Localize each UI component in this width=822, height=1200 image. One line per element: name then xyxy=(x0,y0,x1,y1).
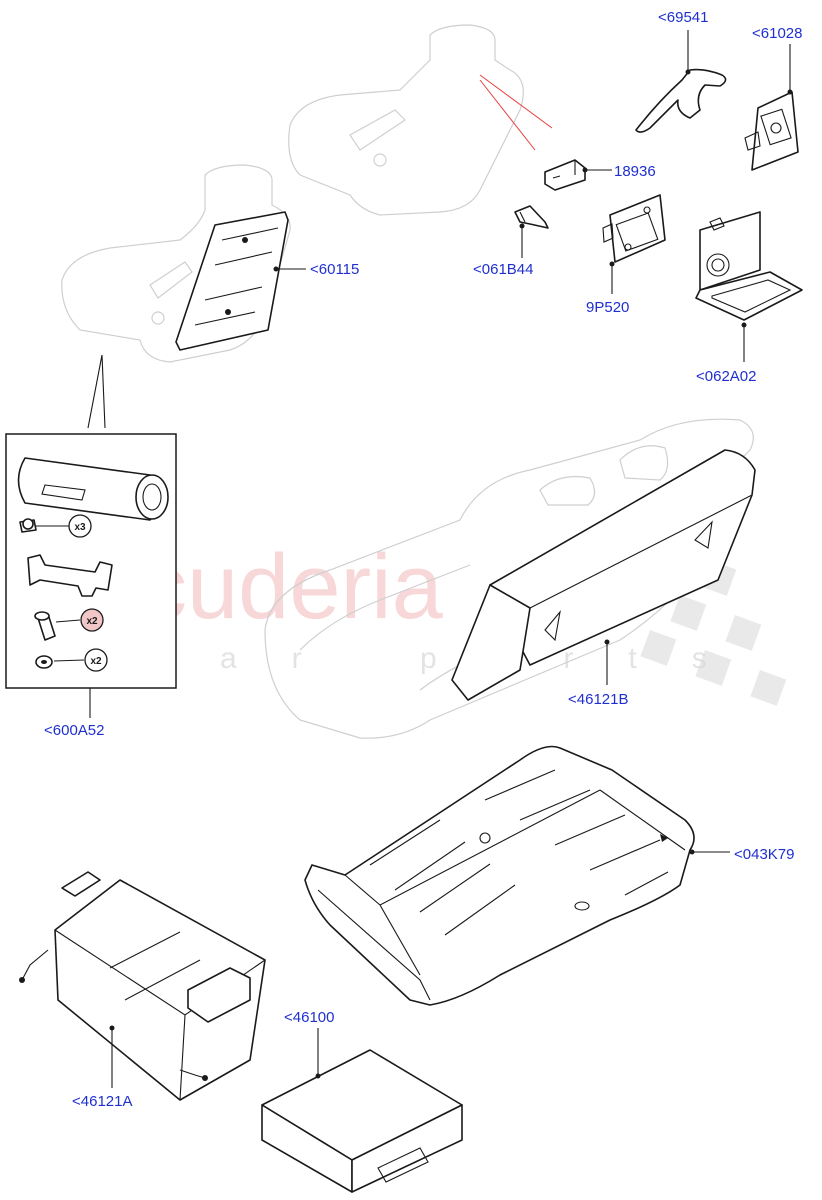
cupholder-frame-062A02[interactable] xyxy=(695,211,803,321)
storage-bin-46121A[interactable] xyxy=(19,871,266,1101)
qty-badge-washer: x2 xyxy=(84,648,108,672)
ghost-rear-bench xyxy=(264,418,754,739)
bracket-9P520[interactable] xyxy=(602,194,666,263)
load-floor-043K79[interactable] xyxy=(304,745,695,1006)
seat-front-left xyxy=(61,164,291,363)
label-60115[interactable]: <60115 xyxy=(310,261,359,278)
bolt-part xyxy=(34,611,56,641)
clip-part xyxy=(19,518,37,533)
qty-clip-text: x3 xyxy=(74,522,86,533)
leader-lines xyxy=(89,30,793,1088)
label-600A52[interactable]: <600A52 xyxy=(44,722,104,739)
label-9P520[interactable]: 9P520 xyxy=(586,299,629,316)
bracket-61028[interactable] xyxy=(744,91,799,171)
label-061B44[interactable]: <061B44 xyxy=(473,261,533,278)
qty-washer-text: x2 xyxy=(90,656,102,667)
seatback-cover-46121B[interactable] xyxy=(451,449,756,701)
qty-badge-clip: x3 xyxy=(68,514,92,538)
bracket-plate xyxy=(27,554,113,597)
seatback-panel-60115[interactable] xyxy=(175,211,289,351)
part-labels: <69541 <61028 18936 <061B44 9P520 <062A0… xyxy=(44,9,802,1110)
qty-badge-bolt: x2 xyxy=(80,608,104,632)
roll-cover-cylinder xyxy=(17,457,169,521)
watermark-tagline: car parts xyxy=(150,642,762,675)
label-69541[interactable]: <69541 xyxy=(658,9,708,26)
sensor-18936[interactable] xyxy=(544,159,586,191)
label-46100[interactable]: <46100 xyxy=(284,1009,334,1026)
label-46121A[interactable]: <46121A xyxy=(72,1093,132,1110)
clip-061B44[interactable] xyxy=(514,205,549,229)
label-46121B[interactable]: <46121B xyxy=(568,691,628,708)
label-043K79[interactable]: <043K79 xyxy=(734,846,794,863)
label-61028[interactable]: <61028 xyxy=(752,25,802,42)
washer-part xyxy=(35,655,53,669)
case-46100[interactable] xyxy=(261,1049,463,1193)
kit-box-600A52: x3 x2 x2 xyxy=(5,354,177,689)
label-18936[interactable]: 18936 xyxy=(614,163,656,180)
hook-69541[interactable] xyxy=(635,68,727,133)
label-062A02[interactable]: <062A02 xyxy=(696,368,756,385)
pointer-lines xyxy=(479,74,553,151)
qty-bolt-text: x2 xyxy=(86,616,98,627)
ghost-seat-top xyxy=(288,24,524,216)
